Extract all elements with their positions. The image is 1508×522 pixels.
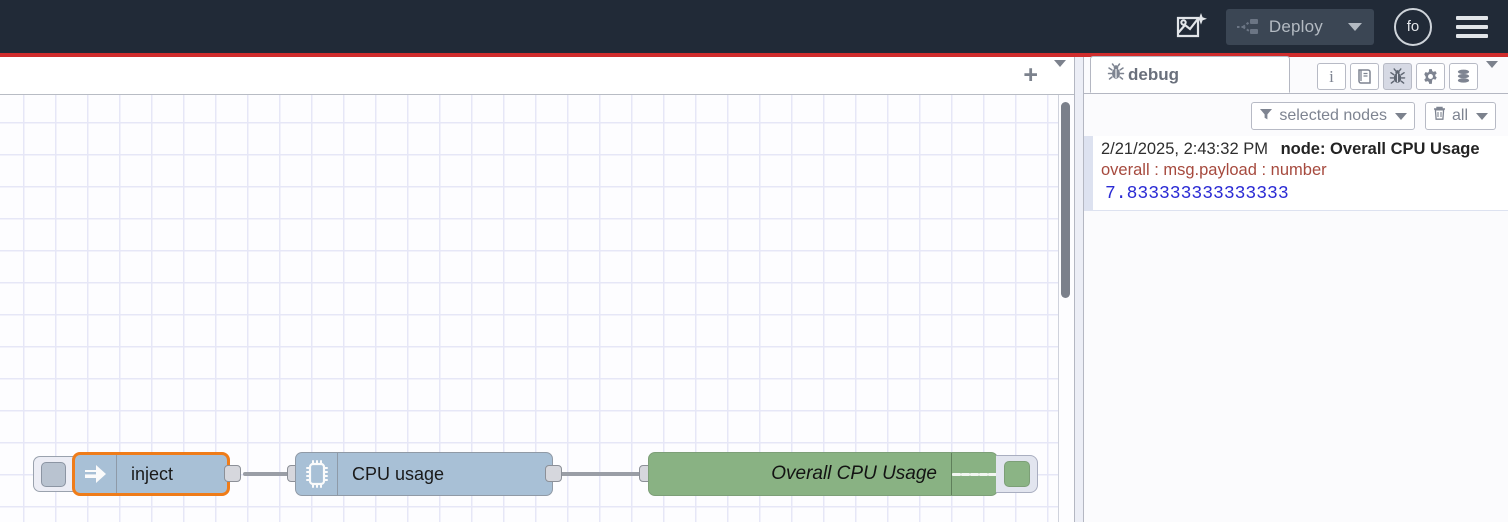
app-header: Deploy fo: [0, 0, 1508, 53]
deploy-button[interactable]: Deploy: [1225, 8, 1374, 45]
debug-message-topic: overall : msg.payload : number: [1101, 161, 1327, 179]
trash-icon: [1433, 106, 1446, 126]
main-menu-button[interactable]: [1456, 11, 1488, 43]
inject-arrow-icon: [75, 455, 117, 493]
sidebar-panel: debug i: [1084, 56, 1508, 522]
chevron-down-icon: [1486, 60, 1498, 85]
canvas-grid: [0, 95, 1080, 522]
debug-lines-icon: [951, 453, 997, 495]
header-accent-rule: [0, 53, 1508, 57]
debug-node-label: Overall CPU Usage: [771, 463, 937, 484]
node-inject[interactable]: inject: [72, 452, 230, 496]
chevron-down-icon: [1348, 22, 1362, 31]
debug-message-value: 7.833333333333333: [1105, 184, 1289, 204]
add-flow-button[interactable]: +: [1023, 61, 1038, 89]
debug-clear-button[interactable]: all: [1424, 102, 1496, 130]
wire-cpu-to-debug[interactable]: [556, 472, 648, 476]
info-glyph: i: [1329, 66, 1334, 86]
debug-line: [952, 472, 961, 476]
debug-node-filter-label: selected nodes: [1279, 107, 1387, 124]
chevron-down-icon: [1476, 112, 1488, 120]
sidebar-overflow-menu[interactable]: [1478, 60, 1508, 86]
inject-output-port[interactable]: [224, 465, 241, 482]
debug-message-timestamp: 2/21/2025, 2:43:32 PM: [1101, 140, 1268, 158]
inject-trigger-button[interactable]: [33, 456, 73, 492]
deploy-icon: [1236, 18, 1260, 36]
debug-line: [979, 472, 988, 476]
gear-icon[interactable]: [1416, 63, 1445, 90]
debug-clear-label: all: [1451, 107, 1468, 124]
hamburger-bar: [1456, 33, 1488, 38]
cpu-node-label: CPU usage: [352, 463, 445, 484]
debug-message-source-node: node: Overall CPU Usage: [1280, 140, 1480, 158]
hamburger-bar: [1456, 15, 1488, 20]
microchip-icon: [296, 453, 338, 495]
inject-trigger-inner: [41, 461, 66, 487]
bug-icon: [1107, 63, 1125, 86]
sidebar-icon-group: i: [1313, 60, 1508, 93]
inject-node-body: inject: [117, 464, 227, 485]
debug-message-header: 2/21/2025, 2:43:32 PM node: Overall CPU …: [1101, 140, 1508, 159]
cpu-node-body: CPU usage: [338, 464, 552, 485]
tab-debug-label: debug: [1128, 64, 1179, 84]
funnel-icon: [1259, 107, 1273, 126]
debug-message-list[interactable]: 2/21/2025, 2:43:32 PM node: Overall CPU …: [1084, 136, 1508, 522]
flow-canvas[interactable]: inject CPU usage Overall CPU Usage: [0, 95, 1080, 522]
debug-toggle-inner: [1003, 461, 1030, 487]
sidebar-tab-row: debug i: [1084, 56, 1508, 94]
debug-message[interactable]: 2/21/2025, 2:43:32 PM node: Overall CPU …: [1084, 136, 1508, 211]
debug-line: [970, 472, 979, 476]
node-cpu-usage[interactable]: CPU usage: [295, 452, 553, 496]
deploy-dropdown-caret[interactable]: [1345, 22, 1368, 31]
debug-node-filter-button[interactable]: selected nodes: [1251, 102, 1415, 130]
debug-line: [961, 472, 970, 476]
debug-enable-toggle[interactable]: [996, 455, 1038, 493]
context-stack-icon[interactable]: [1449, 63, 1478, 90]
canvas-scrollbar-thumb[interactable]: [1061, 102, 1070, 298]
cpu-output-port[interactable]: [545, 465, 562, 482]
inject-node-label: inject: [131, 463, 174, 484]
debug-filter-row: selected nodes all: [1084, 99, 1508, 133]
chevron-down-icon: [1394, 112, 1407, 120]
bug-icon[interactable]: [1383, 63, 1412, 90]
user-avatar[interactable]: fo: [1394, 7, 1432, 46]
debug-line: [988, 472, 997, 476]
node-debug-overall-cpu[interactable]: Overall CPU Usage: [648, 452, 998, 496]
wire-inject-to-cpu[interactable]: [243, 472, 293, 476]
ai-sparkle-icon[interactable]: [1172, 10, 1212, 44]
tab-debug[interactable]: debug: [1090, 56, 1290, 93]
sidebar-drag-separator[interactable]: [1074, 57, 1084, 522]
hamburger-bar: [1456, 24, 1488, 29]
library-book-icon[interactable]: [1350, 63, 1379, 90]
workspace-tab-bar: +: [0, 57, 1080, 95]
chevron-down-icon: [1054, 59, 1066, 84]
deploy-label: Deploy: [1268, 16, 1323, 36]
info-icon[interactable]: i: [1317, 63, 1346, 90]
avatar-initials: fo: [1406, 18, 1420, 35]
